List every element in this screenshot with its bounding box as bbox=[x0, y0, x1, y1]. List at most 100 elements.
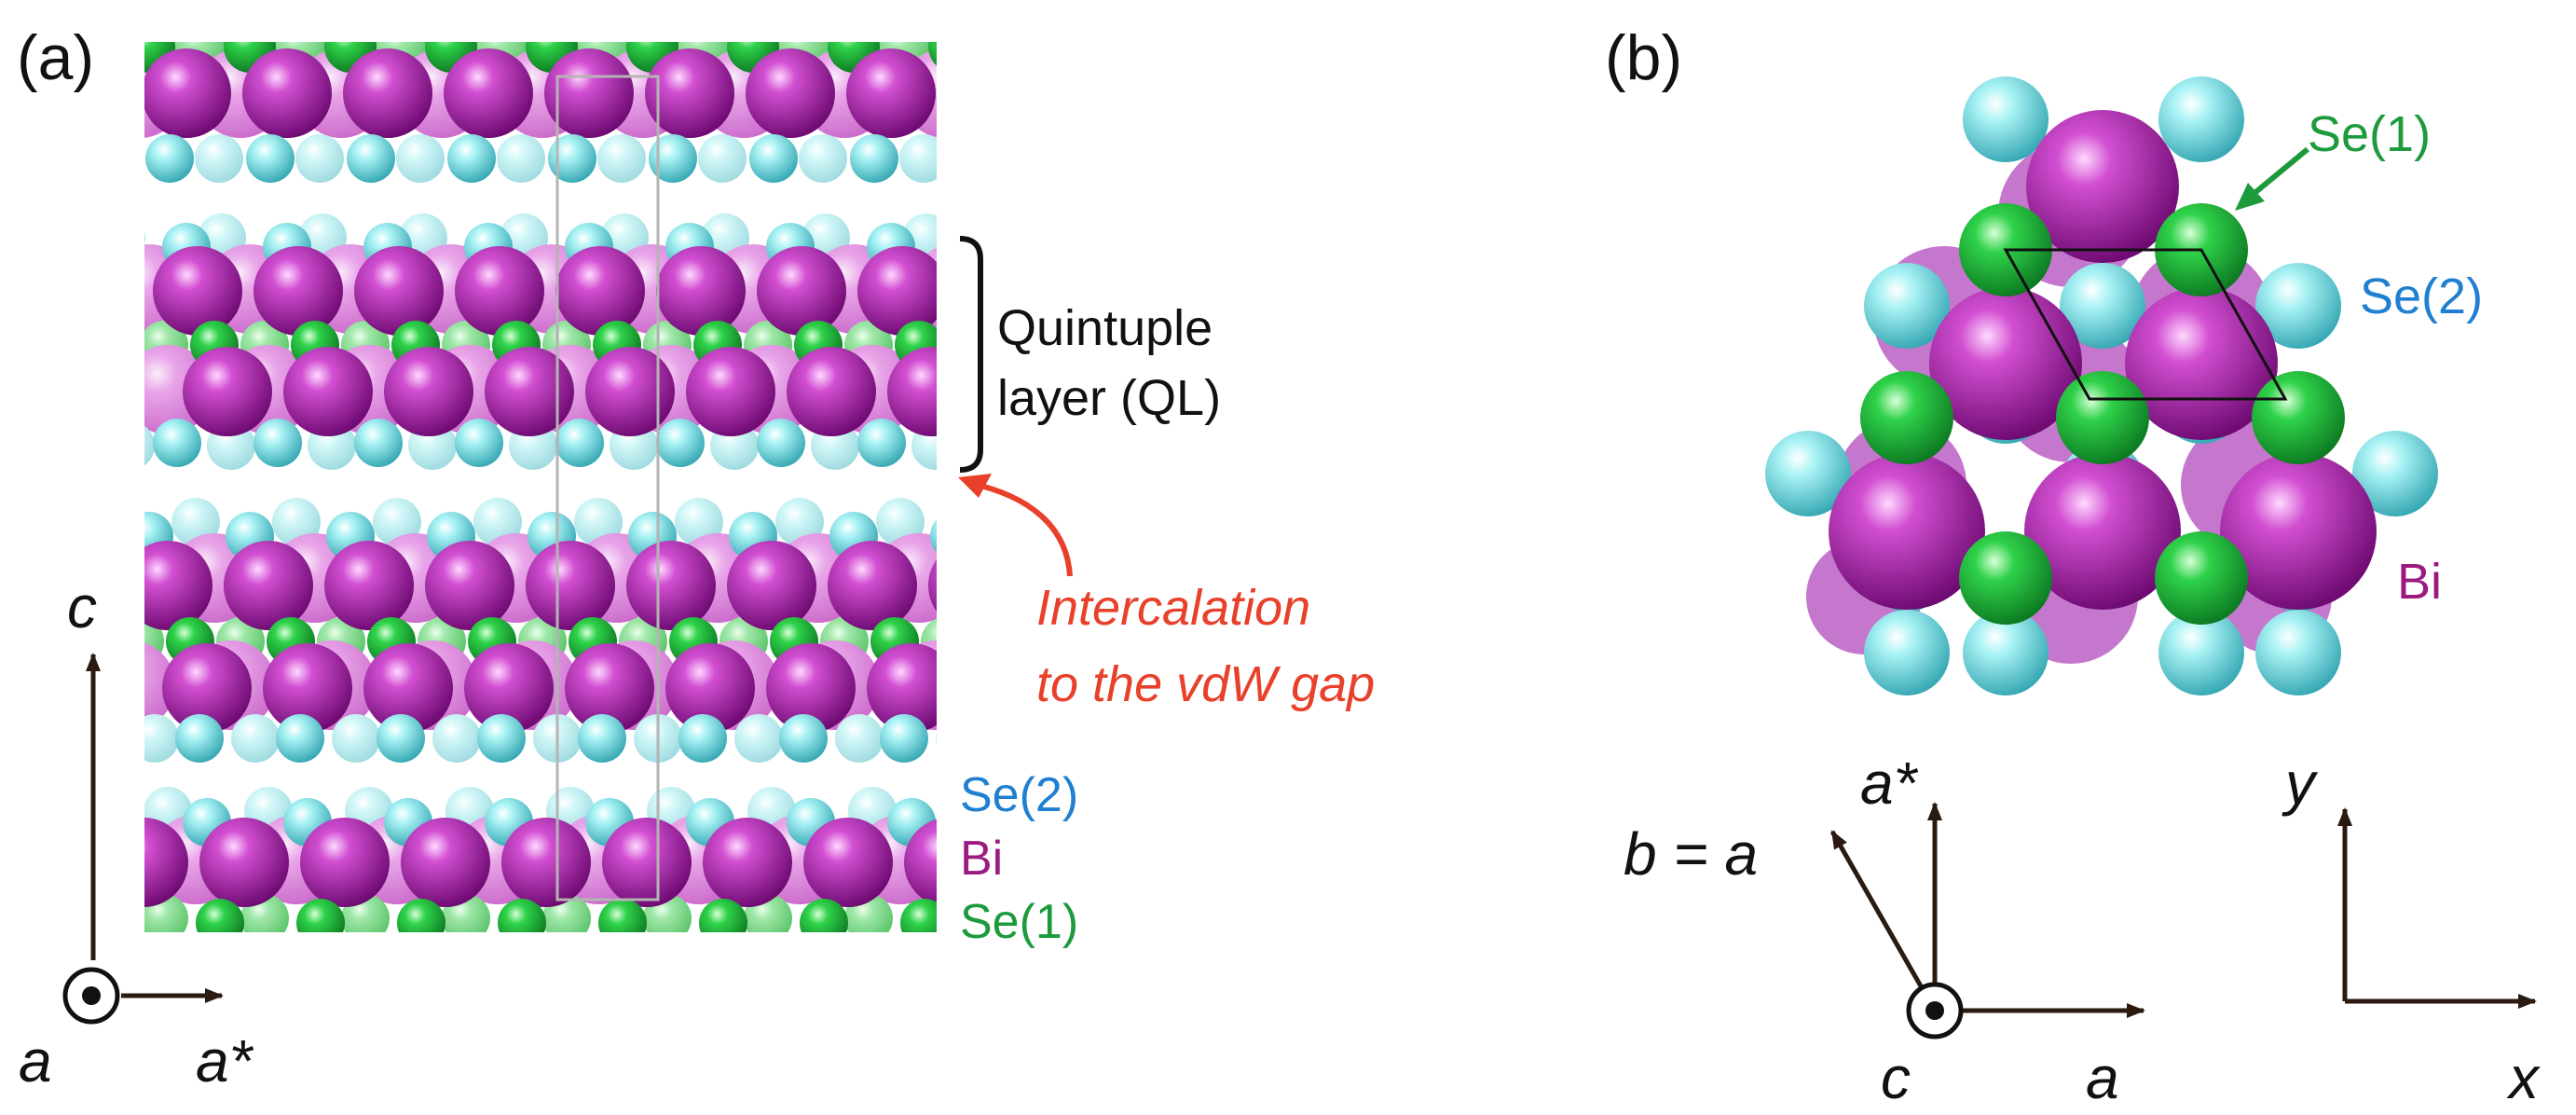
legend-se2: Se(2) bbox=[960, 768, 1078, 822]
se2-atom bbox=[656, 419, 705, 467]
se1-atom bbox=[1029, 21, 1081, 73]
bi-atom bbox=[757, 246, 846, 336]
bi-atom bbox=[766, 643, 856, 733]
se2-atom bbox=[354, 419, 403, 467]
se2-atom bbox=[497, 134, 545, 183]
se2-atom bbox=[347, 134, 395, 183]
bi-atom bbox=[2024, 453, 2181, 610]
bi-atom bbox=[324, 541, 414, 630]
bi-atom bbox=[354, 246, 444, 336]
ql-label-line1: Quintuple bbox=[997, 300, 1213, 356]
bi-atom bbox=[2125, 287, 2278, 440]
intercalation-label-line2: to the vdW gap bbox=[1036, 656, 1375, 712]
se2-atom bbox=[980, 714, 1029, 763]
bi-atom bbox=[2026, 110, 2179, 263]
bi-atom bbox=[555, 246, 645, 336]
se2-atom bbox=[246, 134, 295, 183]
se1-atom bbox=[1959, 531, 2052, 625]
se2-atom bbox=[153, 419, 201, 467]
se1-atom bbox=[979, 21, 1031, 73]
se1-label-b: Se(1) bbox=[2308, 106, 2431, 162]
se2-atom bbox=[455, 419, 503, 467]
bi-atom bbox=[1005, 818, 1094, 907]
se2-atom bbox=[432, 714, 481, 763]
se1-atom bbox=[1860, 371, 1953, 464]
out-of-plane-dot-b bbox=[1925, 1001, 1944, 1020]
unit-cell-outline-a bbox=[555, 75, 660, 902]
se1-atom bbox=[800, 899, 848, 932]
bi-atom bbox=[144, 818, 188, 907]
legend-se1: Se(1) bbox=[960, 895, 1078, 949]
se2-atom bbox=[332, 714, 380, 763]
se2-atom bbox=[1051, 134, 1100, 183]
bi-atom bbox=[1048, 48, 1137, 138]
axis-a-label-b: a bbox=[2086, 1044, 2119, 1111]
bi-atom bbox=[384, 347, 473, 436]
bi-atom bbox=[501, 818, 591, 907]
se1-atom bbox=[598, 899, 647, 932]
se2-atom bbox=[1000, 134, 1048, 183]
bi-atom bbox=[162, 643, 252, 733]
se1-atom bbox=[196, 899, 244, 932]
se1-atom bbox=[498, 899, 546, 932]
se2-atom bbox=[757, 419, 805, 467]
se2-atom bbox=[597, 134, 646, 183]
se2-atom bbox=[857, 419, 906, 467]
se1-atom bbox=[2056, 371, 2149, 464]
se2-atom bbox=[1068, 223, 1117, 271]
se1-atom bbox=[397, 899, 445, 932]
bi-atom bbox=[626, 541, 716, 630]
se2-atom bbox=[1077, 498, 1126, 546]
se2-atom bbox=[936, 731, 937, 746]
se2-atom bbox=[2060, 263, 2145, 349]
bi-atom bbox=[183, 347, 272, 436]
bi-atom bbox=[703, 818, 792, 907]
bi-atom bbox=[665, 643, 755, 733]
se2-atom bbox=[698, 134, 747, 183]
se2-atom bbox=[2158, 76, 2244, 162]
bi-atom bbox=[363, 643, 453, 733]
bi-atom bbox=[846, 48, 936, 138]
bi-atom bbox=[585, 347, 675, 436]
bi-atom bbox=[224, 541, 313, 630]
bi-atom bbox=[199, 818, 289, 907]
se2-atom bbox=[2255, 610, 2341, 695]
bi-atom bbox=[904, 819, 937, 906]
bi-atom bbox=[1057, 815, 1146, 904]
legend-bi: Bi bbox=[960, 832, 1003, 886]
bi-atom bbox=[153, 246, 242, 336]
se2-atom bbox=[880, 714, 928, 763]
se2-atom bbox=[175, 714, 224, 763]
axis-c-label-b: c bbox=[1881, 1044, 1911, 1111]
intercalation-label-line1: Intercalation bbox=[1036, 580, 1310, 636]
se2-atom bbox=[1003, 213, 1051, 262]
se2-atom bbox=[144, 230, 145, 245]
se2-atom bbox=[734, 714, 783, 763]
bi-atom bbox=[444, 48, 533, 138]
bi-atom bbox=[828, 541, 917, 630]
bi-atom bbox=[300, 818, 390, 907]
se2-atom bbox=[396, 134, 445, 183]
se2-atom bbox=[977, 498, 1025, 546]
se2-atom bbox=[1101, 134, 1149, 183]
intercalation-arrow bbox=[968, 480, 1073, 577]
bi-atom bbox=[2220, 453, 2377, 610]
se2-atom bbox=[835, 714, 884, 763]
axis-x-label: x bbox=[2506, 1044, 2541, 1111]
se2-atom bbox=[477, 714, 526, 763]
bi-atom bbox=[144, 48, 231, 138]
axis-y-label: y bbox=[2281, 750, 2319, 817]
bi-atom bbox=[602, 818, 692, 907]
ql-label-line2: layer (QL) bbox=[997, 370, 1221, 426]
se1-arrowhead bbox=[2235, 183, 2265, 211]
bi-atom bbox=[928, 559, 937, 612]
panel-a-side-view-atoms bbox=[144, 21, 1149, 932]
se2-atom bbox=[231, 714, 280, 763]
bi-atom bbox=[464, 643, 554, 733]
bi-atom bbox=[544, 48, 634, 138]
se2-atom bbox=[678, 714, 727, 763]
se2-atom bbox=[930, 519, 937, 553]
axis-astar-label-a: a* bbox=[196, 1027, 254, 1094]
bi-atom bbox=[1829, 453, 1985, 610]
